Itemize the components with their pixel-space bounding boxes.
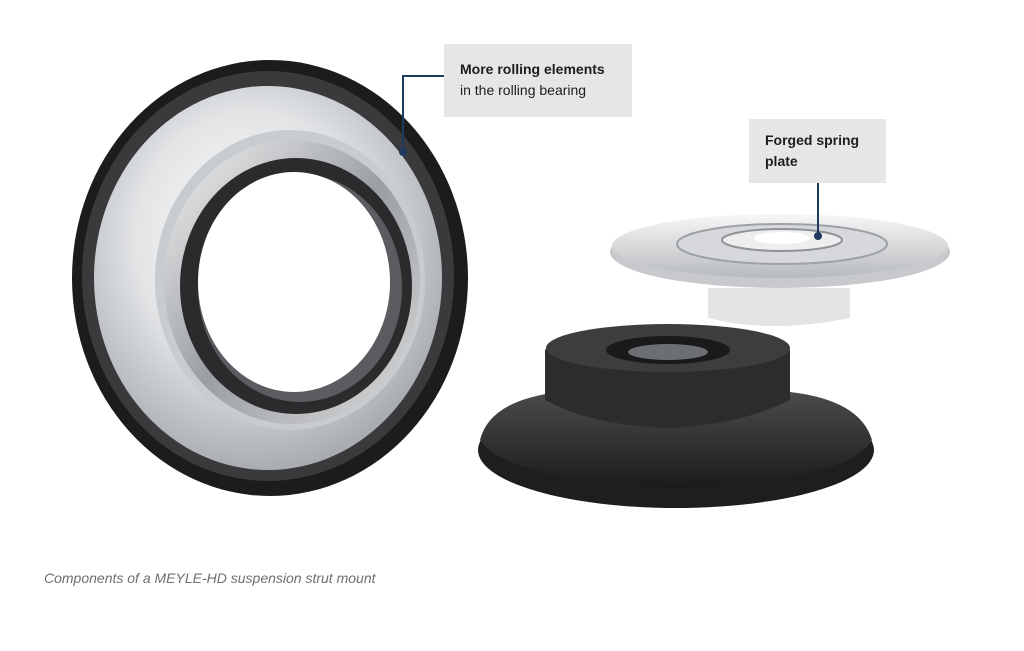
- rubber-mount: [478, 324, 874, 508]
- rolling-bearing-callout: More rolling elements in the rolling bea…: [444, 44, 632, 117]
- spring-plate-callout-line1: Forged spring: [765, 132, 860, 148]
- spring-plate-callout: Forged spring plate: [749, 119, 886, 183]
- spring-plate-callout-line2: plate: [765, 153, 798, 169]
- spring-plate-leader: [814, 183, 822, 240]
- rolling-bearing-leader: [399, 75, 444, 156]
- rolling-bearing-callout-subtitle: in the rolling bearing: [460, 82, 587, 98]
- image-caption: Components of a MEYLE-HD suspension stru…: [44, 570, 376, 586]
- rolling-bearing: [72, 60, 468, 496]
- rolling-bearing-callout-title: More rolling elements: [460, 61, 605, 77]
- forged-spring-plate: [610, 214, 950, 326]
